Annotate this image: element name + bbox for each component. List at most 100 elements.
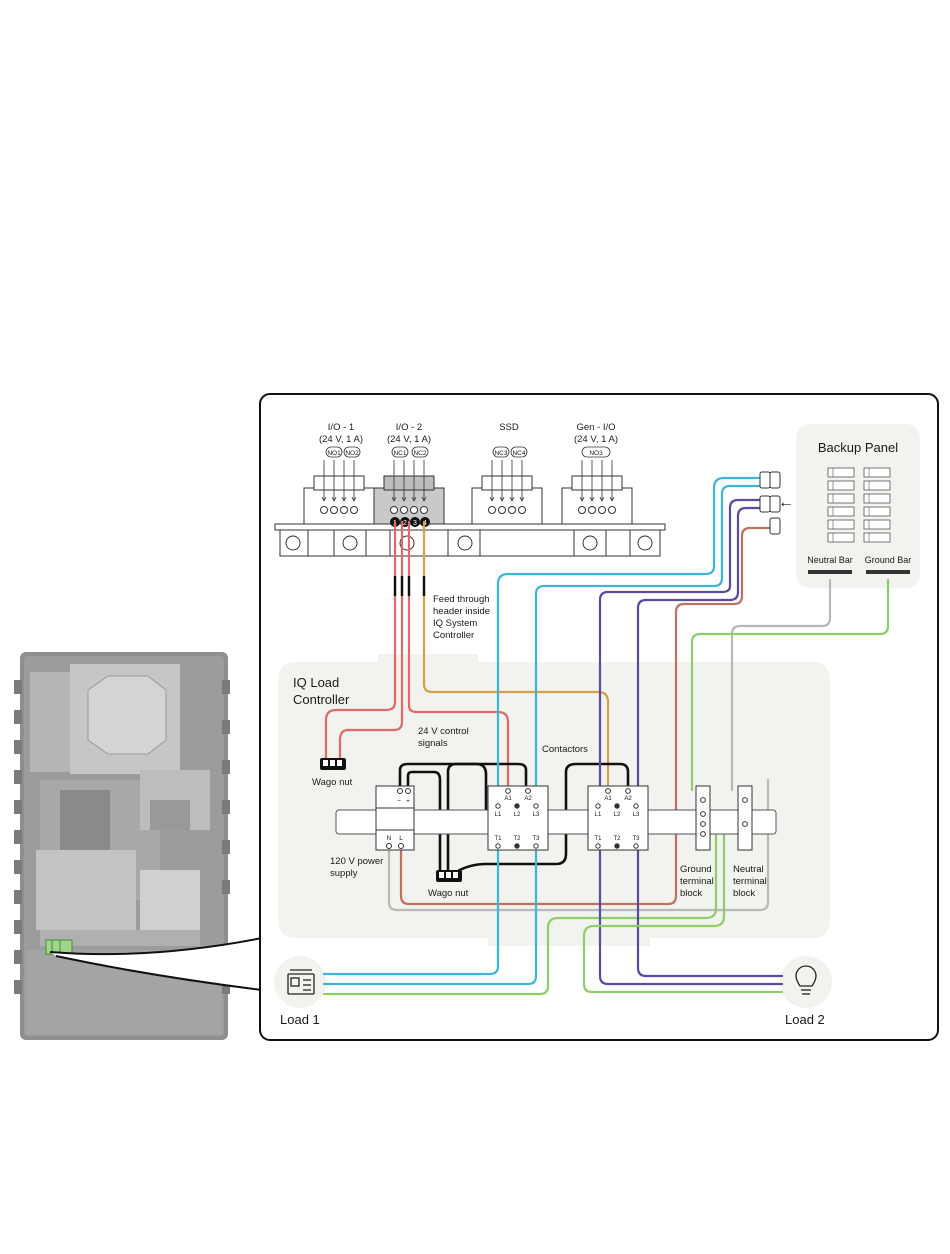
- light-bulb-icon: [795, 965, 817, 995]
- feed-through-line-2: header inside: [433, 606, 490, 617]
- gen-io-title: Gen - I/O: [576, 422, 615, 433]
- feed-through-label: Feed through header inside IQ System Con…: [433, 594, 490, 641]
- io-header-labels: I/O - 1 (24 V, 1 A) I/O - 2 (24 V, 1 A) …: [319, 422, 618, 445]
- feed-through-header: [274, 523, 666, 557]
- wire-cyan2-load1: [322, 844, 538, 986]
- breaker: [827, 532, 855, 543]
- wire-red-1: [324, 520, 397, 762]
- breaker: [863, 532, 891, 543]
- contactor-2-t2: T2: [613, 836, 621, 842]
- tag-nc2: NC2: [413, 450, 426, 457]
- neutral-bar: [808, 570, 852, 574]
- pin-number-2: 2: [403, 520, 407, 527]
- breaker: [863, 480, 891, 491]
- wire-black-2: [446, 762, 528, 874]
- contactor-2-l1: L1: [595, 812, 602, 818]
- breaker: [863, 467, 891, 478]
- breaker: [827, 480, 855, 491]
- contactor-2-t1: T1: [594, 836, 602, 842]
- wire-purple2-load2: [636, 844, 784, 978]
- wago-nut-label-1: Wago nut: [312, 777, 353, 788]
- pin-number-3: 3: [413, 520, 417, 527]
- controller-title-line-2: Controller: [293, 692, 350, 707]
- contactor-1-a2: A2: [524, 796, 532, 802]
- io-1-terminal-block: [303, 460, 375, 525]
- wire-cyan-load1: [322, 844, 500, 976]
- io-2-rating: (24 V, 1 A): [387, 434, 431, 445]
- power-supply: − + N L: [375, 785, 415, 851]
- neutral-terminal-block: [737, 785, 753, 851]
- control-signals-line-1: 24 V control: [418, 726, 469, 737]
- wire-red-3: [407, 520, 510, 792]
- system-controller-enclosure: [14, 652, 230, 1040]
- contactor-2-t3: T3: [632, 836, 640, 842]
- wago-nut-2: [436, 870, 462, 882]
- breaker: [827, 506, 855, 517]
- tag-nc4: NC4: [512, 450, 525, 457]
- wire-black-4: [454, 762, 630, 874]
- wago-nut-label-2: Wago nut: [428, 888, 469, 899]
- relay-tags: NO1 NO2 NC1 NC2 NC3 NC4 NO3: [325, 446, 611, 458]
- breaker: [863, 493, 891, 504]
- neutral-bar-label: Neutral Bar: [807, 555, 853, 565]
- wire-gray-n: [387, 778, 770, 912]
- wire-green-panel: [690, 578, 890, 792]
- wago-nut-1: [320, 758, 346, 770]
- backup-panel-breakers: [808, 467, 910, 574]
- ground-bar-label: Ground Bar: [865, 555, 912, 565]
- backup-panel-title: Backup Panel: [818, 440, 898, 455]
- wire-cyan-2: [534, 484, 772, 792]
- ground-terminal-block: [695, 785, 711, 851]
- arrow-icon: ←: [778, 494, 794, 511]
- header-pins: [393, 576, 426, 596]
- wire-brick-l: [399, 526, 778, 906]
- ssd-title: SSD: [499, 422, 519, 433]
- psu-plus: +: [406, 798, 410, 805]
- gen-io-rating: (24 V, 1 A): [574, 434, 618, 445]
- breaker: [863, 506, 891, 517]
- contactor-1-t1: T1: [494, 836, 502, 842]
- io-2-title: I/O - 2: [396, 422, 422, 433]
- din-rail: [335, 809, 777, 835]
- ssd-terminal-block: [471, 460, 543, 525]
- wires: [322, 476, 890, 996]
- tag-no2: NO2: [345, 450, 359, 457]
- contactor-1-a1: A1: [504, 796, 512, 802]
- wire-connectors: [759, 471, 781, 535]
- load-1-circle: [274, 956, 326, 1008]
- load-2-circle: [780, 956, 832, 1008]
- wire-gray-panel: [730, 578, 832, 792]
- neutral-block-line-2: terminal: [733, 876, 767, 887]
- psu-n: N: [387, 835, 392, 842]
- wire-black-3: [406, 770, 442, 874]
- wire-orange: [422, 520, 610, 792]
- psu-minus: −: [397, 798, 401, 805]
- psu-label-line-1: 120 V power: [330, 856, 383, 867]
- breaker: [827, 519, 855, 530]
- io-2-terminal-block: [373, 460, 445, 525]
- wire-purple-1: [598, 498, 772, 792]
- appliance-icon: [287, 969, 315, 995]
- controller-title-line-1: IQ Load: [293, 675, 339, 690]
- tag-no3: NO3: [589, 450, 603, 457]
- io-1-rating: (24 V, 1 A): [319, 434, 363, 445]
- breaker: [827, 493, 855, 504]
- psu-l: L: [399, 835, 403, 842]
- tag-nc3: NC3: [494, 450, 507, 457]
- ground-block-line-1: Ground: [680, 864, 712, 875]
- load-1-label: Load 1: [280, 1012, 320, 1027]
- breaker: [863, 519, 891, 530]
- contactor-2-l3: L3: [633, 812, 640, 818]
- wire-purple-2: [636, 506, 772, 792]
- contactor-2-l2: L2: [614, 812, 621, 818]
- contactor-1-l1: L1: [495, 812, 502, 818]
- gen-io-terminal-block: [561, 460, 633, 525]
- backup-panel-box: [796, 424, 920, 588]
- psu-label-line-2: supply: [330, 868, 358, 879]
- contactor-2-a1: A1: [604, 796, 612, 802]
- wire-cyan-1: [496, 476, 772, 792]
- feed-through-line-1: Feed through: [433, 594, 490, 605]
